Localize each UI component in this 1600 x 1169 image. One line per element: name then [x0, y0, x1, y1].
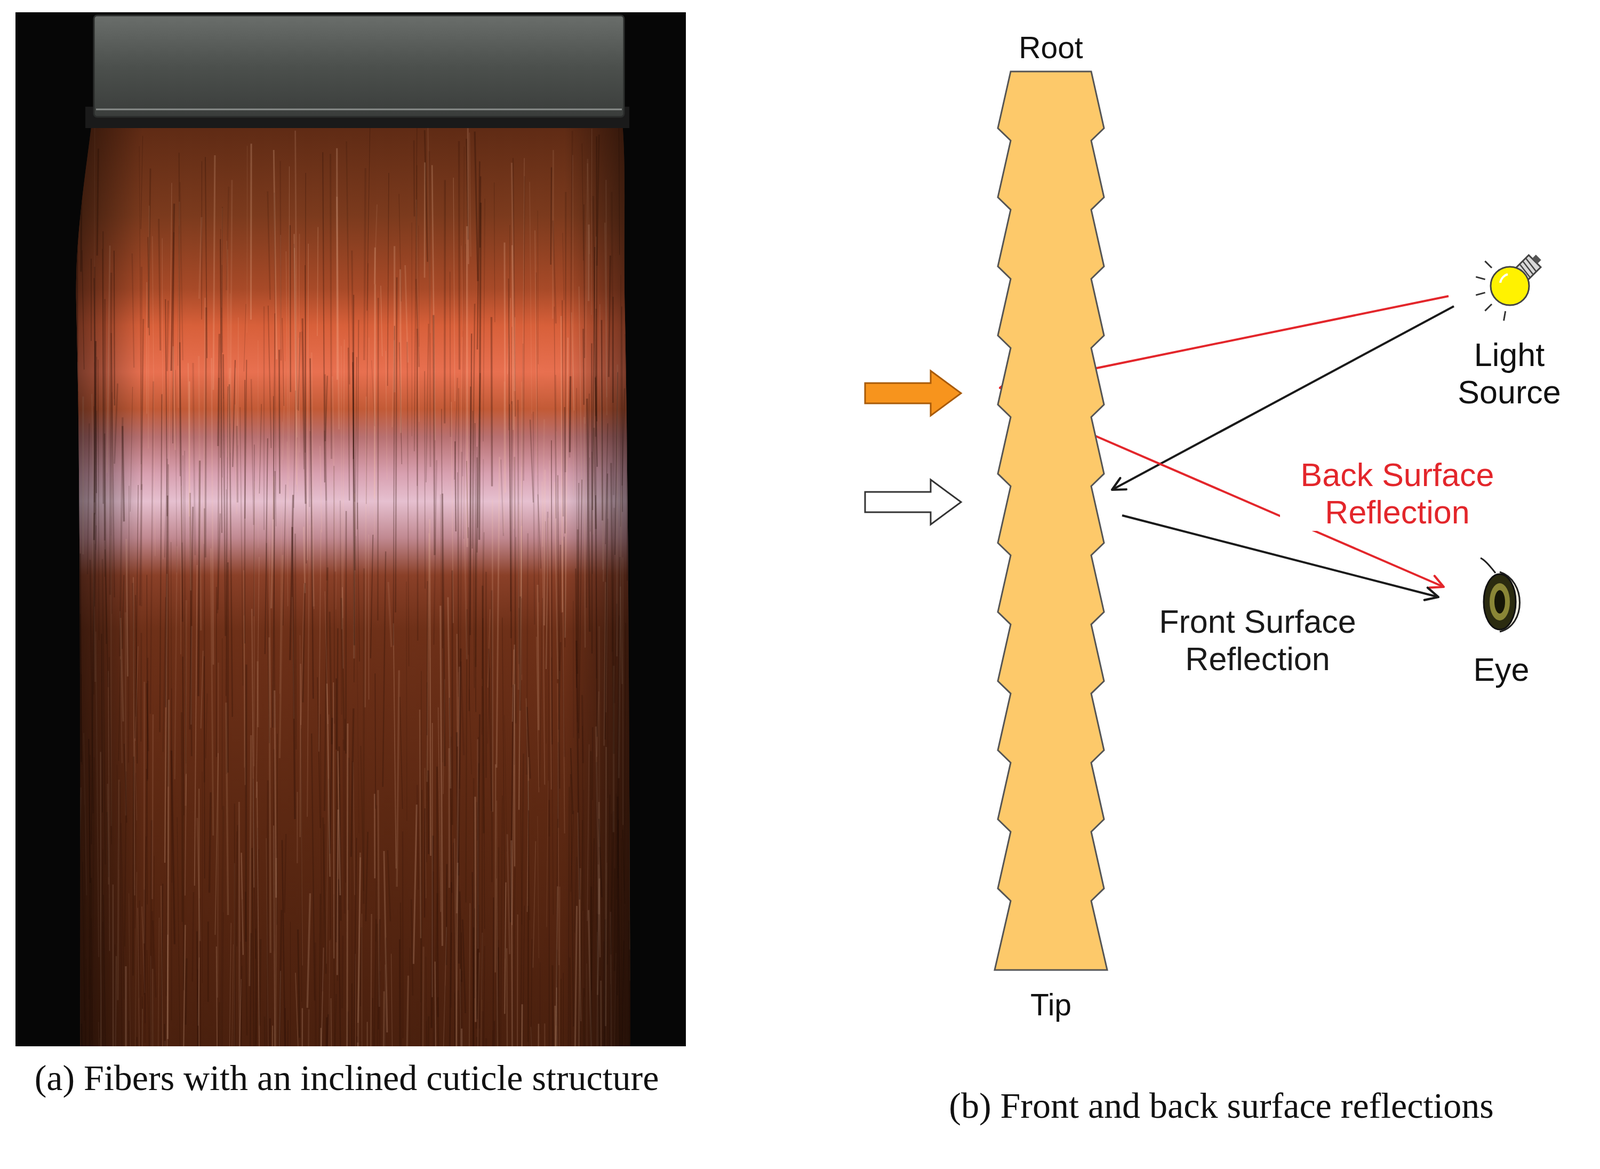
light-ray: [1484, 304, 1492, 311]
hair-fiber: RootTip: [994, 71, 1108, 970]
light-ray: [1475, 276, 1485, 280]
hair-strand: [75, 138, 78, 253]
eye-iris: [1489, 582, 1510, 621]
eye-observer: Eye: [1458, 549, 1544, 688]
eye-ball: [1483, 573, 1516, 630]
hair-strand: [355, 1035, 357, 1169]
white-block-arrow: [865, 479, 962, 525]
hair-strand: [76, 902, 78, 1043]
hair-strand: [74, 772, 78, 940]
bulb-glass: [1490, 266, 1530, 306]
hair-strand: [629, 677, 634, 981]
orange-block-arrow: [865, 370, 962, 416]
fiber-outline: [994, 71, 1108, 970]
bulb-highlight: [1500, 274, 1508, 283]
hair-strand: [632, 189, 635, 320]
hair-strand: [73, 611, 77, 700]
hair-strand: [633, 582, 637, 761]
hair-strand: [632, 620, 634, 688]
hair-strand: [319, 1027, 322, 1169]
hair-clip: [93, 15, 624, 117]
hair-strand: [491, 1029, 493, 1169]
node-label: Eye: [1458, 650, 1544, 688]
hair-strand: [474, 1036, 477, 1169]
light-bulb-icon: [1434, 250, 1584, 336]
hair-strand: [75, 391, 78, 534]
hair-strand: [78, 919, 80, 1034]
light-source: Light Source: [1434, 250, 1584, 411]
hair-strand: [632, 446, 635, 777]
node-label: Light Source: [1434, 336, 1584, 411]
light-ray: [1475, 292, 1485, 295]
cuticle-outline: [994, 71, 1108, 970]
node-label: Root: [994, 30, 1108, 66]
light-ray: [1504, 310, 1506, 321]
hair-tress: [76, 122, 631, 1046]
panel-caption: (a) Fibers with an inclined cuticle stru…: [32, 1048, 662, 1107]
eye-lash: [1480, 557, 1496, 573]
hair-strand: [634, 193, 637, 315]
panel-caption: (b) Front and back surface reflections: [842, 1076, 1600, 1134]
hair-strand: [75, 731, 77, 869]
ray-label: Front Surface Reflection: [1137, 602, 1378, 678]
hair-strand: [461, 1028, 463, 1169]
eye-icon: [1458, 549, 1544, 651]
photo-background: [15, 12, 686, 1046]
hair-shading: [76, 122, 631, 1046]
hair-strand: [75, 568, 77, 769]
hair-strand: [76, 549, 79, 740]
hair-strand: [75, 362, 78, 670]
clip-edge: [96, 108, 622, 111]
hair-strand: [75, 836, 78, 999]
node-label: Tip: [994, 987, 1108, 1023]
hair-strand: [74, 911, 78, 981]
bulb-contact: [1532, 254, 1542, 264]
eye-pupil: [1494, 589, 1506, 614]
ray-label: Back Surface Reflection: [1280, 456, 1515, 531]
light-ray: [1484, 260, 1492, 268]
